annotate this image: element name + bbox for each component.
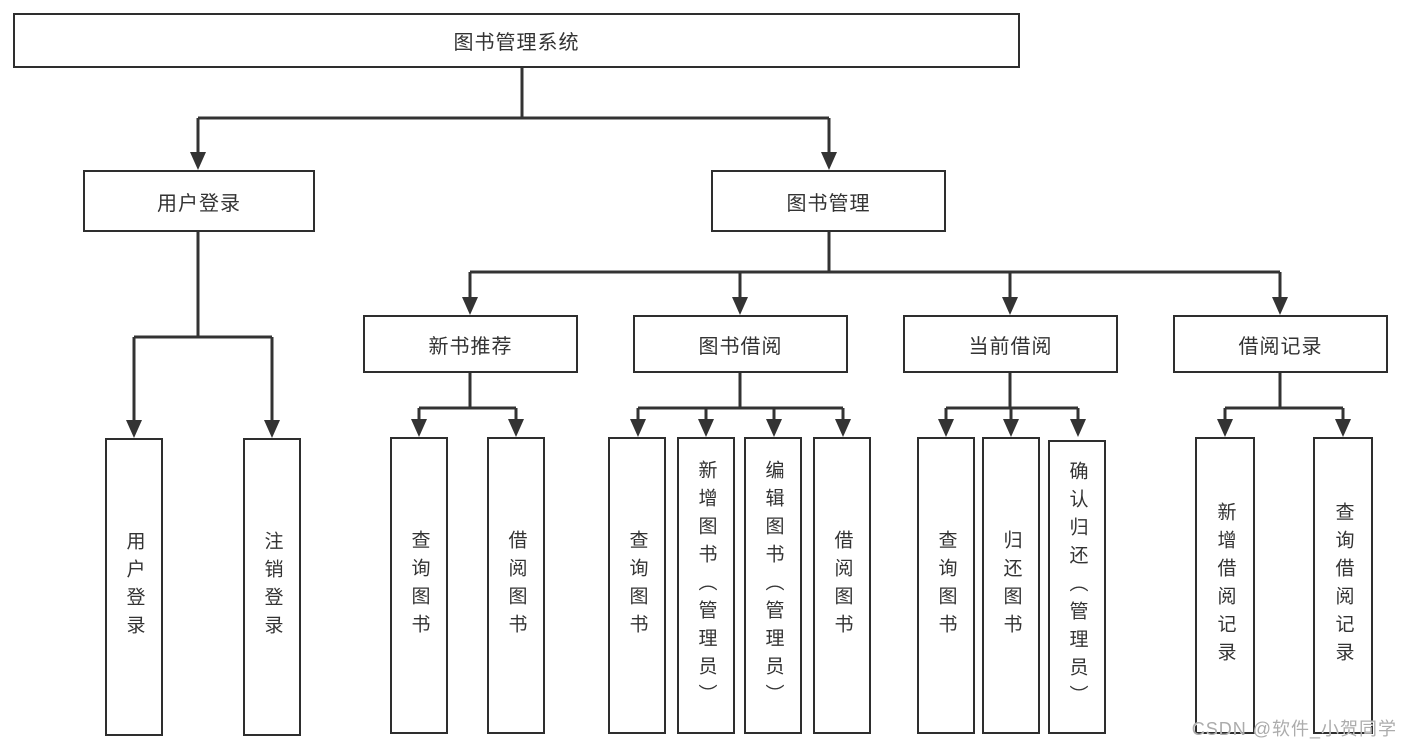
leaf-query-books-2: 查询图书	[608, 437, 666, 734]
leaf-query-books-1-label: 查询图书	[408, 529, 430, 642]
node-root: 图书管理系统	[13, 13, 1020, 68]
leaf-edit-books-admin: 编辑图书（管理员）	[744, 437, 802, 734]
node-new-book-recommend: 新书推荐	[363, 315, 578, 373]
leaf-borrow-books-2: 借阅图书	[813, 437, 871, 734]
leaf-confirm-return-admin-label: 确认归还（管理员）	[1066, 461, 1088, 713]
leaf-return-books-label: 归还图书	[1000, 529, 1022, 642]
node-borrowing-records-label: 借阅记录	[1238, 335, 1323, 358]
node-current-borrowing-label: 当前借阅	[968, 335, 1053, 358]
leaf-query-borrow-record: 查询借阅记录	[1313, 437, 1373, 734]
leaf-add-books-admin-label: 新增图书（管理员）	[695, 459, 717, 712]
leaf-borrow-books-1-label: 借阅图书	[505, 529, 527, 642]
leaf-query-books-3-label: 查询图书	[935, 529, 957, 642]
node-borrowing-records: 借阅记录	[1173, 315, 1388, 373]
leaf-add-borrow-record-label: 新增借阅记录	[1214, 501, 1236, 670]
leaf-return-books: 归还图书	[982, 437, 1040, 734]
node-user-login: 用户登录	[83, 170, 315, 232]
node-book-management: 图书管理	[711, 170, 946, 232]
node-user-login-label: 用户登录	[157, 192, 241, 215]
leaf-confirm-return-admin: 确认归还（管理员）	[1048, 440, 1106, 734]
node-book-borrowing: 图书借阅	[633, 315, 848, 373]
leaf-query-books-3: 查询图书	[917, 437, 975, 734]
leaf-borrow-books-1: 借阅图书	[487, 437, 545, 734]
leaf-borrow-books-2-label: 借阅图书	[831, 529, 853, 642]
node-root-label: 图书管理系统	[453, 32, 580, 54]
leaf-add-books-admin: 新增图书（管理员）	[677, 437, 735, 734]
leaf-user-login-label: 用户登录	[123, 531, 145, 643]
leaf-add-borrow-record: 新增借阅记录	[1195, 437, 1255, 734]
leaf-query-books-1: 查询图书	[390, 437, 448, 734]
node-current-borrowing: 当前借阅	[903, 315, 1118, 373]
leaf-query-borrow-record-label: 查询借阅记录	[1332, 501, 1354, 670]
leaf-user-login: 用户登录	[105, 438, 163, 736]
node-new-book-recommend-label: 新书推荐	[428, 335, 513, 358]
node-book-borrowing-label: 图书借阅	[698, 335, 783, 358]
leaf-query-books-2-label: 查询图书	[626, 529, 648, 642]
watermark: CSDN @软件_小贺同学	[1191, 719, 1397, 739]
node-book-management-label: 图书管理	[786, 192, 871, 215]
leaf-logout: 注销登录	[243, 438, 301, 736]
leaf-edit-books-admin-label: 编辑图书（管理员）	[762, 459, 784, 712]
leaf-logout-label: 注销登录	[261, 531, 283, 643]
